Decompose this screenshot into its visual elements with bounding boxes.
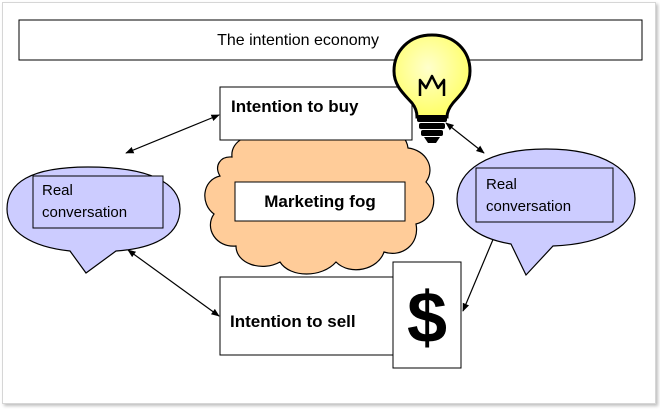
intention-to-sell-box: Intention to sell — [219, 276, 397, 356]
marketing-fog-cloud: Marketing fog — [204, 122, 435, 275]
intention-to-buy-label: Intention to buy — [231, 97, 359, 116]
right-speech-bubble: Real conversation — [456, 148, 636, 277]
connector-arrows — [125, 114, 498, 317]
dollar-icon: $ — [392, 261, 462, 369]
left-bubble-line1: Real — [42, 182, 73, 199]
left-speech-bubble: Real conversation — [6, 166, 181, 274]
title-text: The intention economy — [217, 32, 379, 49]
marketing-fog-label: Marketing fog — [264, 192, 375, 211]
intention-to-sell-label: Intention to sell — [230, 312, 356, 331]
arrow-left-bubble-to-buy — [125, 114, 220, 154]
arrow-bulb-to-right-bubble — [445, 122, 485, 154]
arrow-left-bubble-to-sell — [127, 249, 220, 317]
right-bubble-line2: conversation — [486, 198, 571, 215]
lightbulb-icon — [392, 33, 472, 143]
dollar-glyph: $ — [407, 278, 447, 358]
left-bubble-line2: conversation — [42, 204, 127, 221]
intention-to-buy-box: Intention to buy — [219, 86, 413, 141]
title-box: The intention economy — [18, 19, 643, 61]
right-bubble-line1: Real — [486, 176, 517, 193]
arrow-dollar-to-right-bubble — [462, 229, 498, 312]
